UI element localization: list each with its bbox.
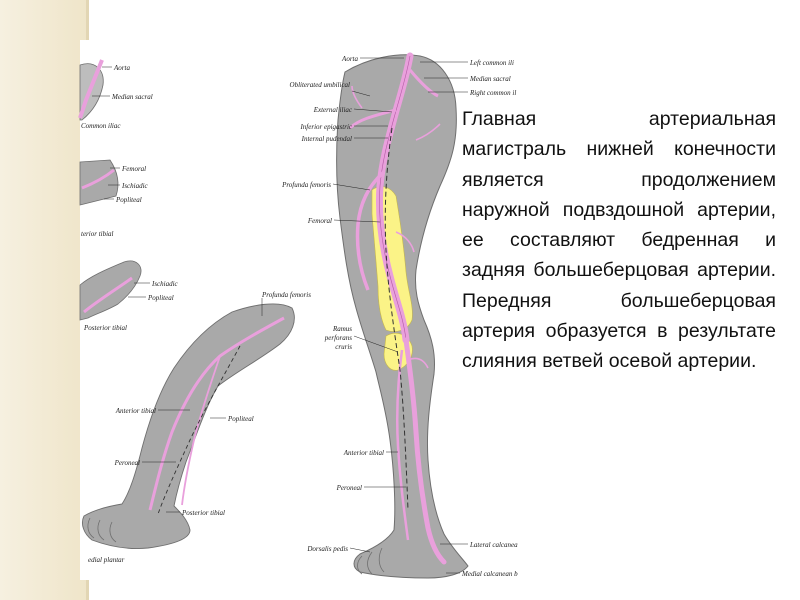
main-leader-femoral	[333, 219, 381, 223]
main-artery-dashed	[384, 127, 409, 511]
panel-4-label-peroneal: Peroneal	[114, 459, 140, 467]
main-label-internal-pudendal: Internal pudendal	[301, 135, 352, 143]
main-label-left-common-iliac: Left common ili	[469, 59, 514, 67]
main-label-aorta: Aorta	[341, 55, 358, 63]
main-leader-obliterated-umbilical	[351, 90, 371, 97]
panel-2-label-ischiadic: Ischiadic	[121, 182, 149, 190]
main-artery-iliac-branch	[348, 69, 439, 130]
main-label-lateral-calcanea: Lateral calcanea	[469, 541, 518, 549]
panel-3-label-ischiadic: Ischiadic	[151, 280, 179, 288]
main-artery-anterior-tibial	[395, 349, 410, 541]
main-leader-dorsalis-pedis	[349, 547, 371, 553]
main-leg-foot-toes	[357, 547, 385, 575]
main-label-profunda-femoris: Profunda femoris	[281, 181, 331, 189]
panel-4-foot-toes	[87, 517, 117, 543]
main-label-median-sacral: Median sacral	[469, 75, 511, 83]
panel-3-vessel	[83, 276, 133, 314]
panel-4-main-artery	[148, 316, 285, 511]
panel-4-leg-shape	[81, 303, 295, 549]
panel-4-label-popliteal: Popliteal	[227, 415, 254, 423]
panel-1-aorta-vessel	[78, 59, 104, 119]
panel-2-thigh: Femoral Ischiadic Popliteal terior tibia…	[79, 159, 149, 238]
main-label-right-common-iliac: Right common il	[469, 89, 516, 97]
panel-2-shape	[79, 159, 119, 206]
main-label-ramus-1: Ramus	[332, 325, 352, 333]
main-label-inferior-epigastric: Inferior epigastric	[299, 123, 352, 131]
main-label-ramus-3: cruris	[335, 343, 352, 351]
main-leg: Aorta Obliterated umbilical External ili…	[281, 52, 518, 579]
main-leader-external-iliac	[353, 108, 393, 113]
panel-2-vessel	[81, 168, 115, 190]
panel-4-branch-anterior	[181, 355, 221, 506]
panel-3-label-posterior-tibial: Posterior tibial	[83, 324, 127, 332]
panel-2-label-femoral: Femoral	[121, 165, 146, 173]
panel-2-label-posterior-tibial: terior tibial	[81, 230, 114, 238]
panel-1-label-aorta: Aorta	[113, 64, 130, 72]
panel-4-branch-dashed	[157, 345, 241, 515]
main-artery-profunda	[355, 170, 386, 291]
panel-1-label-common-iliac: Common iliac	[81, 122, 121, 130]
panel-4-label-profunda-femoris: Profunda femoris	[261, 291, 311, 299]
panel-3-label-popliteal: Popliteal	[147, 294, 174, 302]
main-leader-profunda-femoris	[332, 183, 371, 191]
panel-4-label-anterior-tibial: Anterior tibial	[115, 407, 156, 415]
main-artery-small-branches	[351, 85, 441, 369]
main-label-anterior-tibial: Anterior tibial	[343, 449, 384, 457]
panel-4-label-posterior-tibial: Posterior tibial	[181, 509, 225, 517]
main-label-femoral: Femoral	[307, 217, 332, 225]
panel-2-label-popliteal: Popliteal	[115, 196, 142, 204]
panel-3-knee: Ischiadic Popliteal Posterior tibial	[79, 260, 179, 332]
main-label-dorsalis-pedis: Dorsalis pedis	[306, 545, 348, 553]
left-border-band	[0, 0, 86, 600]
main-label-peroneal: Peroneal	[336, 484, 362, 492]
main-label-obliterated-umbilical: Obliterated umbilical	[290, 81, 351, 89]
panel-4-label-medial-plantar: edial plantar	[88, 556, 125, 564]
panel-1-label-median-sacral: Median sacral	[111, 93, 153, 101]
main-label-medial-calcanean: Medial calcanean b	[461, 570, 518, 578]
panel-1-pelvis: Aorta Median sacral Common iliac	[78, 59, 153, 130]
main-artery-posterior-tibial	[403, 337, 447, 565]
main-label-ramus-2: perforans	[324, 334, 353, 342]
main-leader-ramus-perforans	[353, 335, 399, 353]
panel-4-leg: Profunda femoris Anterior tibial Poplite…	[81, 291, 311, 564]
main-artery-femoral-outline	[379, 55, 411, 341]
main-label-external-iliac: External iliac	[313, 106, 353, 114]
description-paragraph: Главная артериальная магистраль нижней к…	[462, 108, 776, 373]
